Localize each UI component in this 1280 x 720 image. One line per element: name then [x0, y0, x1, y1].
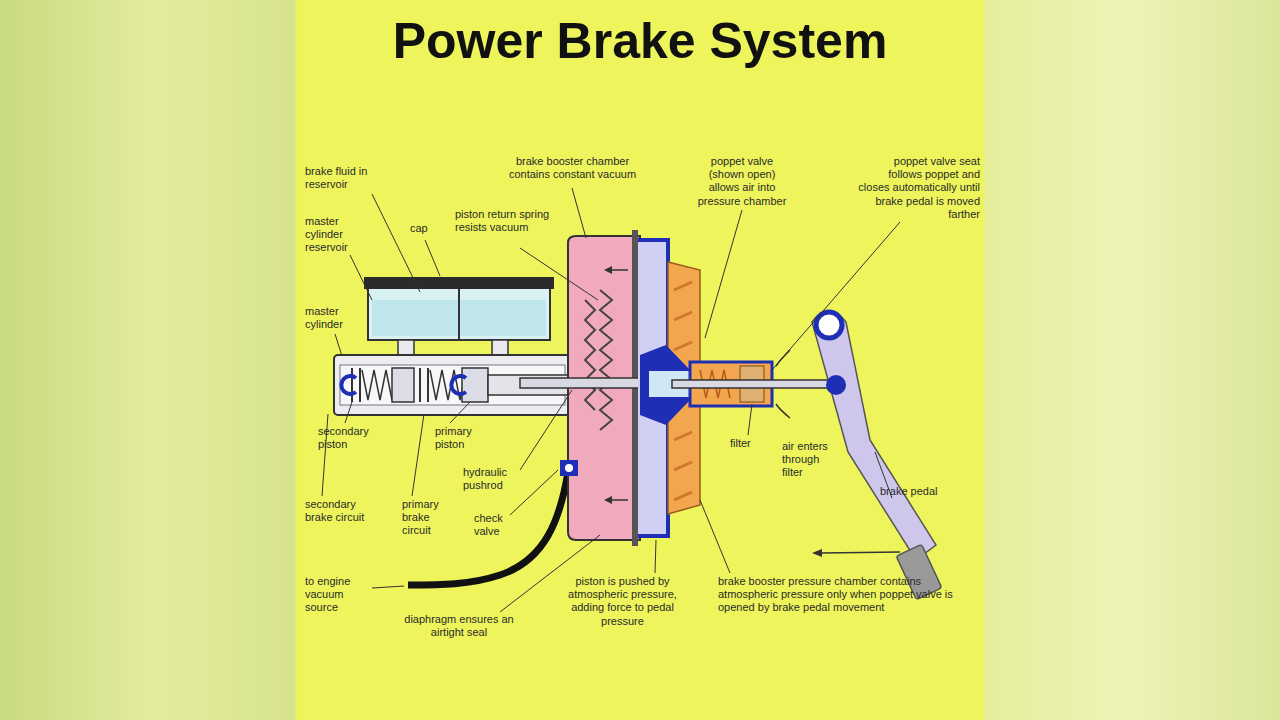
part-label: air enters through filter [782, 440, 830, 480]
leader-lines [322, 188, 900, 612]
part-label: master cylinder [305, 305, 365, 331]
part-label: brake booster pressure chamber contains … [718, 575, 968, 615]
check-valve [560, 460, 578, 476]
part-label: diaphragm ensures an airtight seal [404, 613, 514, 639]
part-label: poppet valve seat follows poppet and clo… [858, 155, 980, 221]
part-label: piston is pushed by atmospheric pressure… [560, 575, 685, 628]
brake-pedal [812, 311, 936, 560]
part-label: master cylinder reservoir [305, 215, 367, 255]
part-label: brake fluid in reservoir [305, 165, 385, 191]
part-label: filter [730, 437, 765, 450]
part-label: brake booster chamber contains constant … [505, 155, 640, 181]
part-label: poppet valve (shown open) allows air int… [693, 155, 791, 208]
primary-piston [462, 368, 488, 402]
reservoir-cap [364, 277, 554, 289]
hydraulic-pushrod [520, 378, 650, 388]
part-label: brake pedal [880, 485, 950, 498]
part-label: hydraulic pushrod [463, 466, 523, 492]
input-rod [672, 380, 832, 388]
secondary-piston [392, 368, 414, 402]
part-label: piston return spring resists vacuum [455, 208, 553, 234]
part-label: cap [410, 222, 440, 235]
diagram-title: Power Brake System [297, 12, 983, 70]
part-label: secondary brake circuit [305, 498, 375, 524]
part-label: secondary piston [318, 425, 388, 451]
part-label: to engine vacuum source [305, 575, 370, 615]
return-spring [600, 290, 612, 430]
part-label: check valve [474, 512, 524, 538]
part-label: primary brake circuit [402, 498, 454, 538]
reservoir [368, 288, 550, 340]
part-label: primary piston [435, 425, 495, 451]
